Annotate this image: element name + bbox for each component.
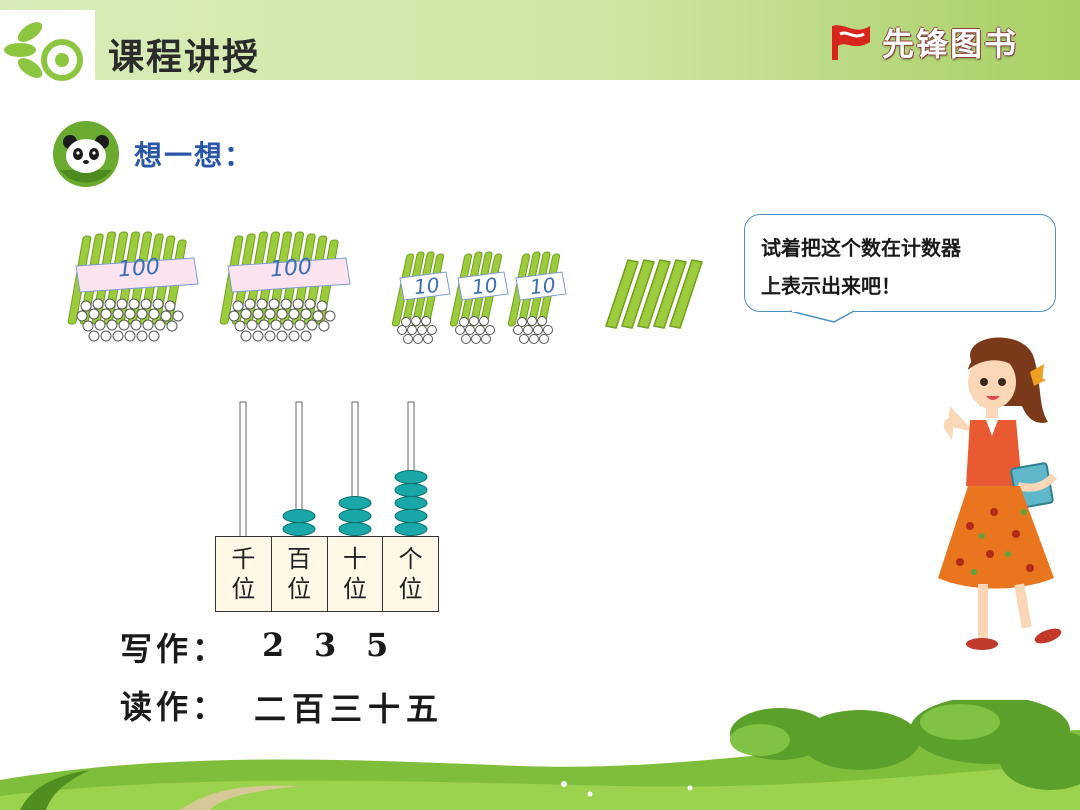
number-reading: 二百三十五: [254, 690, 445, 728]
write-label: 写作：: [120, 630, 229, 668]
ten-label: 10: [470, 272, 499, 300]
hundred-label: 100: [269, 254, 313, 283]
place-tens: 十 位: [328, 537, 384, 611]
hundred-bundle: [219, 231, 351, 342]
ten-label: 10: [412, 272, 441, 300]
brand-name: 先锋图书: [882, 25, 1019, 63]
place-char: 位: [342, 575, 367, 603]
grass-landscape: [0, 700, 1080, 810]
place-char: 个: [398, 545, 423, 573]
digit: 3: [314, 626, 337, 664]
section-label: 想一想：: [134, 139, 255, 172]
abacus-bead: [394, 483, 428, 497]
brand: 先锋图书: [828, 18, 1018, 66]
flag-logo-icon: [832, 25, 870, 60]
abacus-bead: [394, 509, 428, 523]
panda-icon: [53, 121, 119, 187]
abacus: [239, 401, 428, 538]
abacus-bead: [282, 522, 316, 536]
single-sticks: [605, 259, 703, 329]
hundred-label: 100: [117, 254, 161, 283]
abacus-bead: [394, 470, 428, 484]
read-label: 读作：: [120, 688, 229, 726]
place-char: 位: [287, 575, 312, 603]
place-value-table: 千 位 百 位 十 位 个 位: [215, 536, 439, 612]
bubble-line-1: 试着把这个数在计数器: [761, 236, 961, 260]
page-title: 课程讲授: [108, 37, 261, 78]
panda-badge: [52, 120, 122, 188]
abacus-rod: [239, 401, 247, 538]
abacus-bead: [394, 496, 428, 510]
digit: 2: [262, 626, 285, 664]
bubble-line-2: 上表示出来吧！: [761, 274, 901, 298]
place-char: 十: [342, 545, 367, 573]
place-hundreds: 百 位: [272, 537, 328, 611]
sprout-logo-icon: [4, 22, 83, 81]
abacus-bead: [338, 496, 372, 510]
abacus-rod: [351, 401, 359, 538]
place-ones: 个 位: [383, 537, 438, 611]
speech-bubble: 试着把这个数在计数器 上表示出来吧！: [744, 214, 1056, 312]
place-char: 百: [287, 545, 312, 573]
ten-label: 10: [528, 272, 557, 300]
abacus-rod: [295, 401, 303, 538]
place-thousands: 千 位: [216, 537, 272, 611]
girl-illustration: [938, 337, 1062, 650]
place-char: 位: [398, 575, 423, 603]
header-bar: [0, 0, 1080, 80]
hundred-bundle: [67, 231, 199, 342]
digit: 5: [366, 626, 389, 664]
place-char: 千: [231, 545, 256, 573]
abacus-bead: [282, 509, 316, 523]
logo: [0, 10, 95, 82]
place-char: 位: [231, 575, 256, 603]
abacus-bead: [338, 509, 372, 523]
abacus-bead: [338, 522, 372, 536]
abacus-bead: [394, 522, 428, 536]
bubble-tail: [789, 310, 855, 323]
